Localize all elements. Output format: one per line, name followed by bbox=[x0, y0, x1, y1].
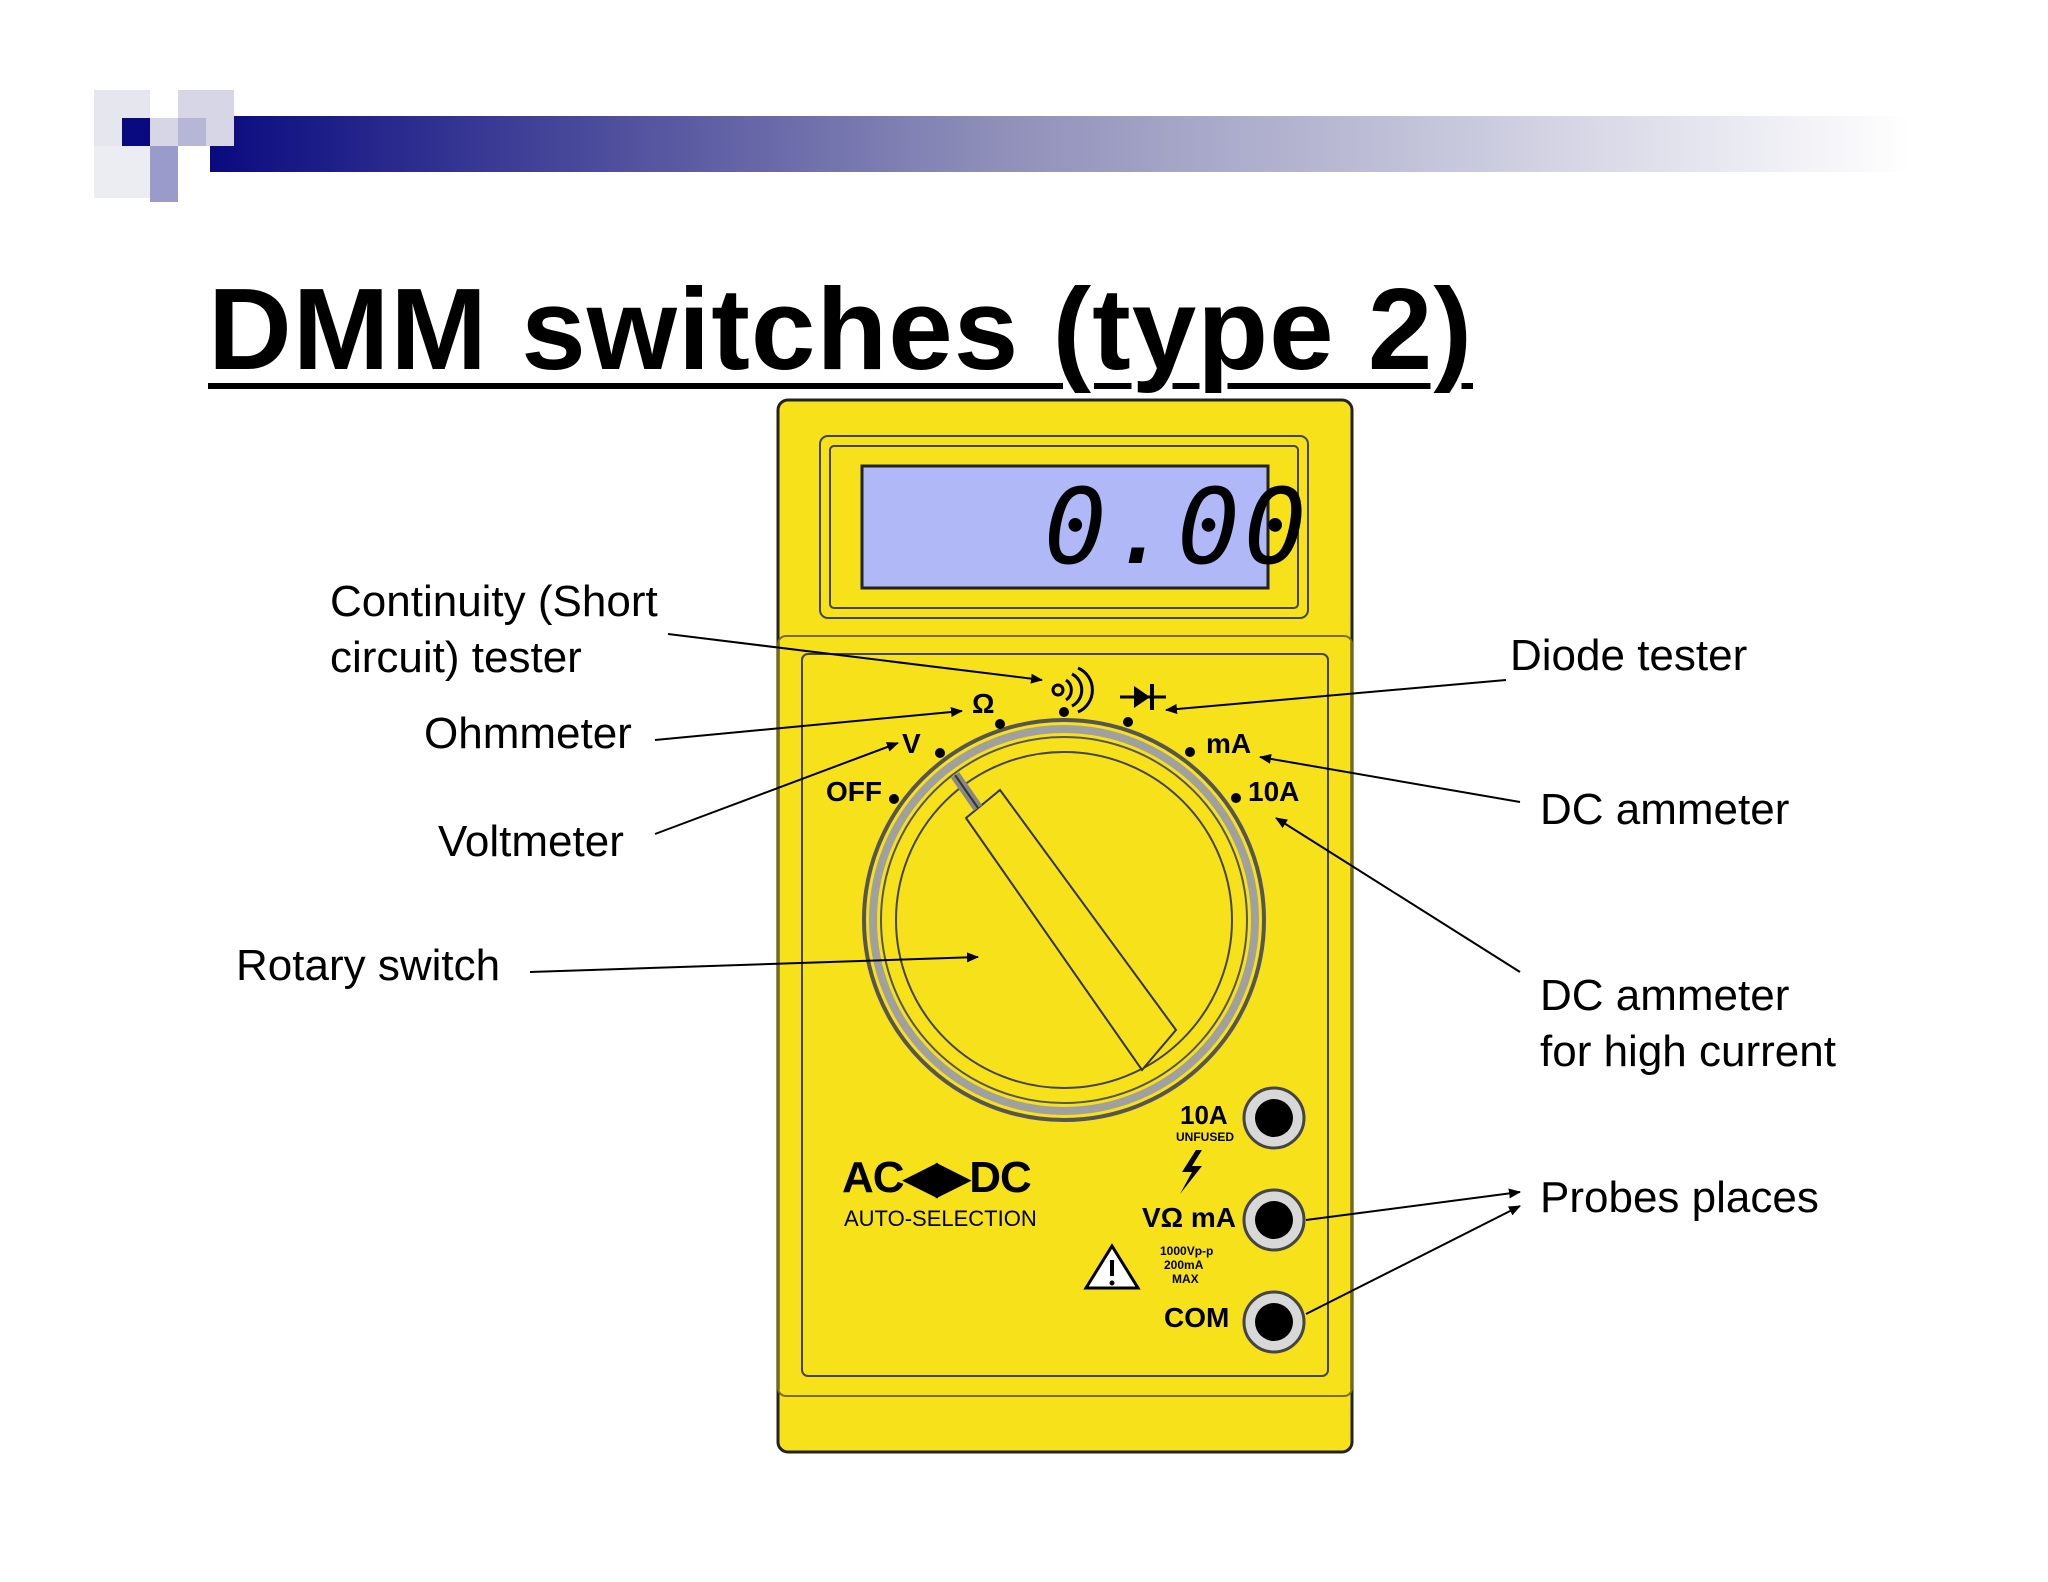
jack-10a[interactable] bbox=[1242, 1086, 1306, 1150]
mode-sublabel: AUTO-SELECTION bbox=[844, 1206, 1037, 1231]
dial-dots bbox=[889, 707, 1241, 804]
arrow-high-current bbox=[1275, 817, 1521, 973]
rotary-switch[interactable] bbox=[862, 718, 1266, 1122]
multimeter-body bbox=[776, 398, 1354, 1454]
jack-vohm[interactable] bbox=[1242, 1188, 1306, 1252]
arrow-diode bbox=[1165, 679, 1507, 715]
jack-label-unfused: UNFUSED bbox=[1176, 1130, 1235, 1144]
label-high-current-line1: DC ammeter bbox=[1540, 971, 1790, 1020]
banner bbox=[94, 90, 1910, 202]
arrow-continuity bbox=[667, 633, 1043, 684]
dial-label-milliamp: mA bbox=[1206, 728, 1252, 759]
label-ohmmeter: Ohmmeter bbox=[424, 709, 632, 758]
dial-label-ten-amp: 10A bbox=[1248, 776, 1300, 807]
label-probes: Probes places bbox=[1540, 1173, 1819, 1222]
lcd-screen bbox=[860, 464, 1270, 590]
jack-com[interactable] bbox=[1242, 1290, 1306, 1354]
label-rotary-switch: Rotary switch bbox=[236, 941, 501, 990]
mode-label: AC◀▶DC bbox=[842, 1153, 1032, 1202]
slide-title: DMM switches (type 2) bbox=[208, 264, 1473, 394]
arrow-ohmmeter bbox=[654, 707, 963, 741]
annotation-arrows bbox=[529, 633, 1521, 1315]
lightning-icon bbox=[1180, 1150, 1202, 1194]
arrow-probe-vohm bbox=[1305, 1188, 1521, 1221]
arrow-probe-com bbox=[1305, 1205, 1521, 1315]
jack-rating-3: MAX bbox=[1172, 1272, 1199, 1286]
dial-label-ohm: Ω bbox=[972, 688, 995, 719]
lcd-reading: 0.00 bbox=[1044, 466, 1311, 588]
dial-label-off: OFF bbox=[826, 776, 882, 807]
arrow-rotary-switch bbox=[529, 952, 979, 973]
jack-rating-2: 200mA bbox=[1164, 1258, 1204, 1272]
jack-label-10a: 10A bbox=[1180, 1100, 1228, 1130]
label-continuity-line2: circuit) tester bbox=[330, 633, 582, 682]
warning-icon bbox=[1083, 1243, 1141, 1290]
label-diode-tester: Diode tester bbox=[1510, 631, 1748, 680]
label-continuity-line1: Continuity (Short bbox=[330, 577, 658, 626]
continuity-icon bbox=[1051, 666, 1094, 714]
jack-rating-1: 1000Vp-p bbox=[1160, 1244, 1214, 1258]
arrow-dc-ammeter bbox=[1259, 753, 1521, 803]
diode-icon bbox=[1120, 684, 1166, 710]
jack-label-vohm: VΩ mA bbox=[1142, 1202, 1237, 1233]
label-high-current-line2: for high current bbox=[1540, 1027, 1836, 1076]
arrow-voltmeter bbox=[654, 742, 899, 835]
jack-label-com: COM bbox=[1164, 1302, 1230, 1333]
dial-label-volt: V bbox=[902, 728, 921, 759]
label-voltmeter: Voltmeter bbox=[438, 817, 624, 866]
label-dc-ammeter: DC ammeter bbox=[1540, 785, 1790, 834]
